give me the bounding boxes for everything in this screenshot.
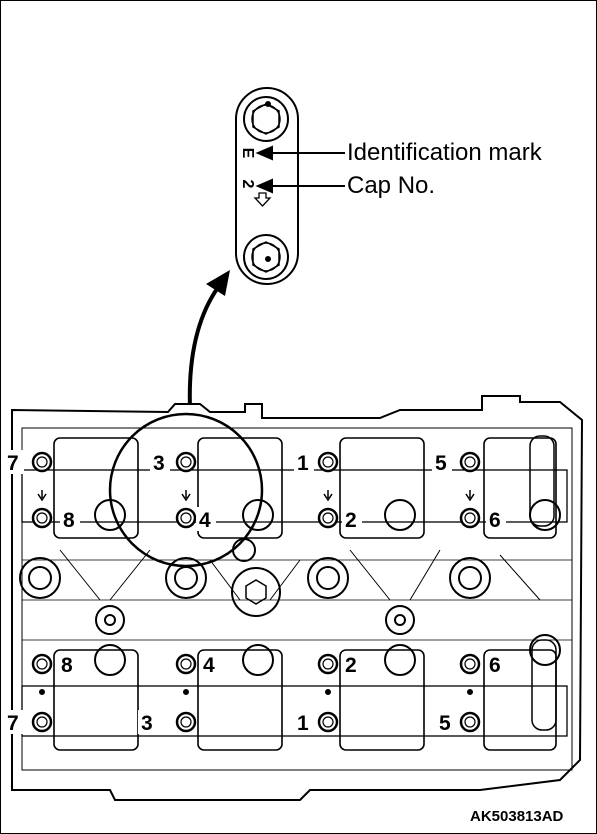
cap-number: 6 (489, 654, 501, 677)
cap-number: 2 (345, 509, 357, 532)
cap-number: 4 (199, 509, 211, 532)
identification-mark-label: Identification mark (347, 139, 542, 166)
cap-number: 1 (297, 712, 309, 735)
figure-code: AK503813AD (470, 808, 564, 825)
cap-number: 5 (439, 712, 451, 735)
cap-number: 8 (61, 654, 73, 677)
cap-number: 3 (153, 452, 165, 475)
cap-number: 7 (7, 712, 19, 735)
cap-number: 6 (489, 509, 501, 532)
magnify-arrow (187, 270, 230, 409)
cap-number: 3 (141, 712, 153, 735)
cap-no-label: Cap No. (347, 172, 436, 199)
identification-mark-glyph: E (239, 148, 256, 159)
cap-number-labels: 7 3 1 5 8 4 2 6 8 4 2 6 7 3 1 5 (4, 450, 506, 735)
callout-arrows (255, 145, 345, 194)
cap-bolts (31, 451, 481, 733)
cap-number-glyph: 2 (239, 180, 256, 189)
cap-number: 2 (345, 654, 357, 677)
cap-number: 5 (435, 452, 447, 475)
cap-number: 8 (63, 509, 75, 532)
magnifier-circle (108, 412, 264, 568)
cap-number: 1 (297, 452, 309, 475)
cap-number: 7 (7, 452, 19, 475)
cap-number: 4 (203, 654, 215, 677)
